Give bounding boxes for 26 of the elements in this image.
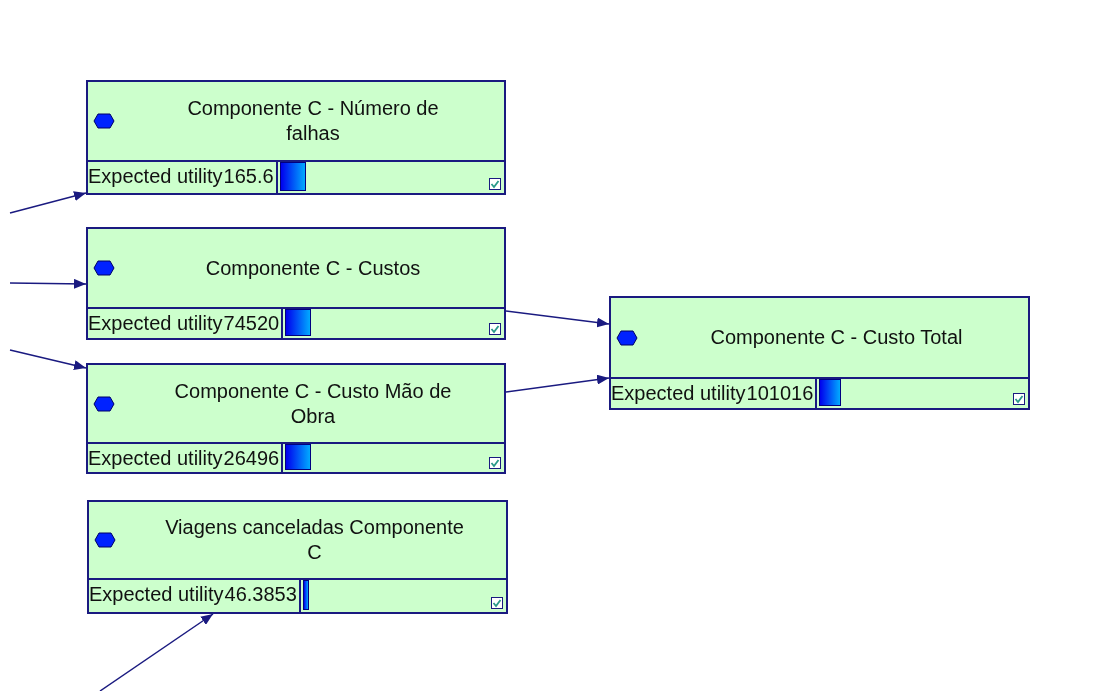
utility-value: 26496 <box>223 446 280 471</box>
utility-value: 165.6 <box>223 164 274 189</box>
arrow <box>9 278 87 289</box>
utility-label: Expected utility <box>611 381 746 406</box>
utility-value: 74520 <box>223 311 280 336</box>
utility-value: 101016 <box>746 381 814 406</box>
node-title: Componente C - Número de falhas <box>186 96 440 146</box>
utility-label: Expected utility <box>88 446 223 471</box>
node-box <box>87 500 508 614</box>
arrow <box>505 374 610 393</box>
utility-label: Expected utility <box>88 164 223 189</box>
node-title: Componente C - Custo Mão de Obra <box>173 378 453 429</box>
arrow <box>505 310 610 328</box>
node-title: Componente C - Custos <box>205 255 421 281</box>
utility-label: Expected utility <box>88 311 223 336</box>
arrow <box>9 349 87 371</box>
arrow <box>9 191 87 214</box>
utility-label: Expected utility <box>89 582 224 607</box>
node-box <box>86 227 506 340</box>
utility-value: 46.3853 <box>224 582 297 607</box>
node-title: Componente C - Custo Total <box>710 325 963 350</box>
arrow <box>99 613 214 691</box>
node-box <box>86 80 506 195</box>
node-box <box>86 363 506 474</box>
node-title: Viagens canceladas Componente C <box>164 515 465 565</box>
node-box <box>609 296 1030 410</box>
